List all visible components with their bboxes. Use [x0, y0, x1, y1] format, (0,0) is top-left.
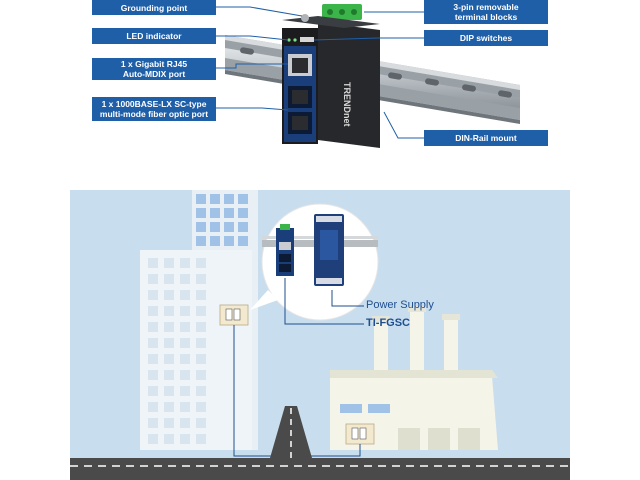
factory-door: [458, 428, 480, 450]
led: [287, 38, 291, 42]
callout-terminal-blocks: 3-pin removable terminal blocks: [424, 0, 548, 24]
device-media-converter: [282, 4, 380, 148]
callout-text: DIN-Rail mount: [455, 133, 517, 143]
road: [70, 458, 570, 480]
led: [293, 38, 297, 42]
callout-text: Grounding point: [120, 2, 188, 13]
device-brand: TRENDnet: [342, 82, 352, 127]
callout-text: terminal blocks: [454, 12, 518, 22]
callout-text: multi-mode fiber optic port: [99, 109, 209, 119]
callout-text: 3-pin removable: [453, 2, 519, 12]
tower-front-windows: [148, 258, 206, 444]
callout-rj45-port: 1 x Gigabit RJ45 Auto-MDIX port: [92, 58, 216, 80]
callout-text: 1 x 1000BASE-LX SC-type: [101, 99, 207, 109]
callout-text: Auto-MDIX port: [122, 69, 186, 79]
callout-leaders: [216, 6, 424, 139]
callout-din-rail-mount: DIN-Rail mount: [424, 130, 548, 146]
callout-text: 1 x Gigabit RJ45: [120, 59, 188, 69]
factory-door: [398, 428, 420, 450]
factory-chimneys: [372, 306, 460, 376]
label-power-supply: Power Supply: [366, 299, 434, 311]
callout-text: LED indicator: [126, 31, 182, 41]
callout-dip-switches: DIP switches: [424, 30, 548, 46]
factory-window: [340, 404, 362, 413]
callout-text: DIP switches: [459, 33, 513, 43]
grounding-screw: [301, 14, 309, 22]
callout-led-indicator: LED indicator: [92, 28, 216, 44]
label-device-model: TI-FGSC: [366, 317, 410, 329]
callout-fiber-port: 1 x 1000BASE-LX SC-type multi-mode fiber…: [92, 97, 216, 121]
factory-door: [428, 428, 450, 450]
factory-window: [368, 404, 390, 413]
scene: [70, 190, 570, 480]
dip-switch: [300, 37, 314, 42]
scene-leaders: [284, 278, 364, 325]
callout-grounding-point: Grounding point: [92, 0, 216, 15]
